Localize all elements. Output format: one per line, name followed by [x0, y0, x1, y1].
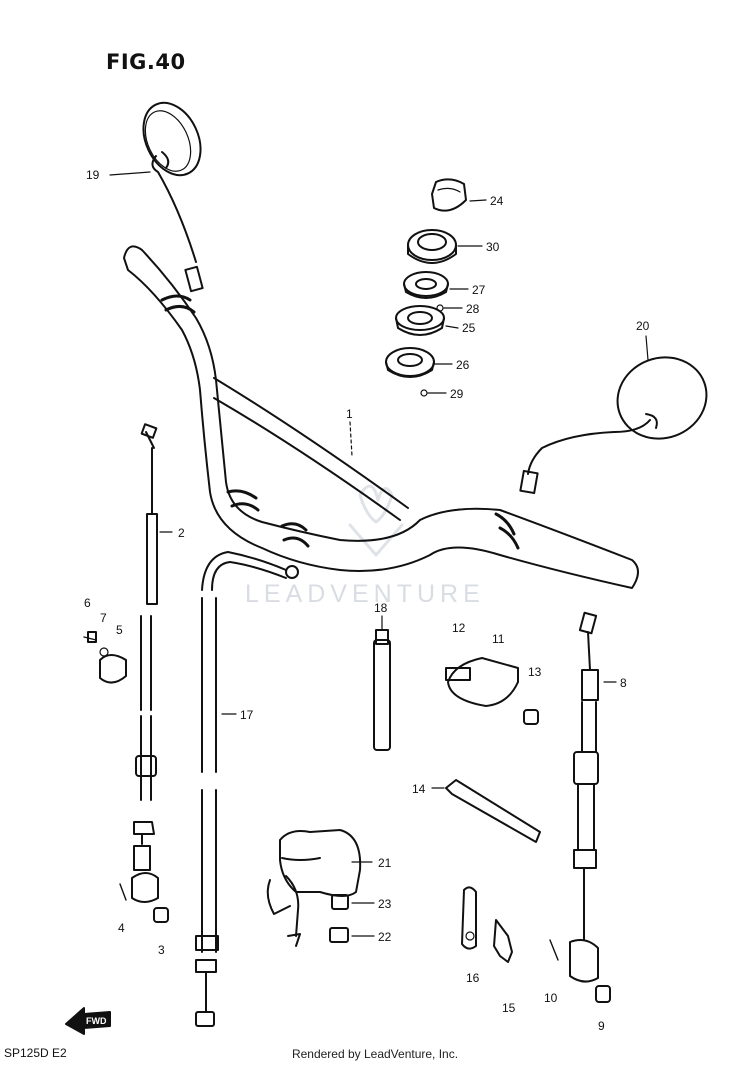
part-label-15: 15 — [502, 1001, 516, 1015]
watermark-logo — [348, 484, 404, 557]
part-label-23: 23 — [378, 897, 392, 911]
part-label-10: 10 — [544, 991, 558, 1005]
part-label-20: 20 — [636, 319, 650, 333]
model-code: SP125D E2 — [4, 1046, 67, 1060]
part-label-6: 6 — [84, 596, 91, 610]
figure-title: FIG.40 — [106, 50, 186, 74]
part-label-21: 21 — [378, 856, 392, 870]
ignition-switch — [266, 829, 362, 947]
part-label-5: 5 — [116, 623, 123, 637]
part-label-26: 26 — [456, 358, 470, 372]
clutch-cable — [119, 423, 169, 923]
cable-clamp-11 — [445, 657, 539, 725]
leader-lines — [109, 171, 649, 937]
forward-label: FWD — [86, 1016, 107, 1026]
part-label-14: 14 — [412, 782, 426, 796]
cable-clamp-18 — [373, 629, 391, 751]
left-mirror — [142, 101, 204, 293]
part-label-19: 19 — [86, 168, 100, 182]
right-mirror — [519, 356, 708, 495]
small-bolts — [329, 894, 349, 943]
part-label-27: 27 — [472, 283, 486, 297]
footer-credit: Rendered by LeadVenture, Inc. — [291, 1047, 459, 1061]
part-label-25: 25 — [462, 321, 476, 335]
part-label-28: 28 — [466, 302, 480, 316]
part-label-1: 1 — [346, 407, 353, 421]
part-label-29: 29 — [450, 387, 464, 401]
part-label-13: 13 — [528, 665, 542, 679]
switch-housing-parts — [385, 178, 467, 397]
part-label-9: 9 — [598, 1019, 605, 1033]
handlebar — [123, 245, 639, 589]
watermark: LEADVENTURE — [245, 580, 485, 608]
part-label-16: 16 — [466, 971, 480, 985]
part-label-30: 30 — [486, 240, 500, 254]
part-label-18: 18 — [374, 601, 388, 615]
throttle-cable — [195, 551, 299, 1027]
part-label-3: 3 — [158, 943, 165, 957]
cable-bracket — [83, 631, 127, 684]
part-numbers: 1 2 3 4 5 6 7 8 9 10 11 12 13 14 15 16 1… — [84, 168, 650, 1033]
part-label-4: 4 — [118, 921, 125, 935]
part-label-22: 22 — [378, 930, 392, 944]
part-label-11: 11 — [492, 632, 505, 646]
part-label-7: 7 — [100, 611, 107, 625]
cable-clamp-14 — [445, 779, 541, 843]
part-label-12: 12 — [452, 621, 466, 635]
forward-arrow-icon: FWD — [65, 1007, 111, 1035]
part-label-24: 24 — [490, 194, 504, 208]
part-label-17: 17 — [240, 708, 254, 722]
control-cable-right — [549, 611, 611, 1003]
part-label-2: 2 — [178, 526, 185, 540]
part-label-8: 8 — [620, 676, 627, 690]
cable-clamp-16 — [461, 886, 513, 963]
